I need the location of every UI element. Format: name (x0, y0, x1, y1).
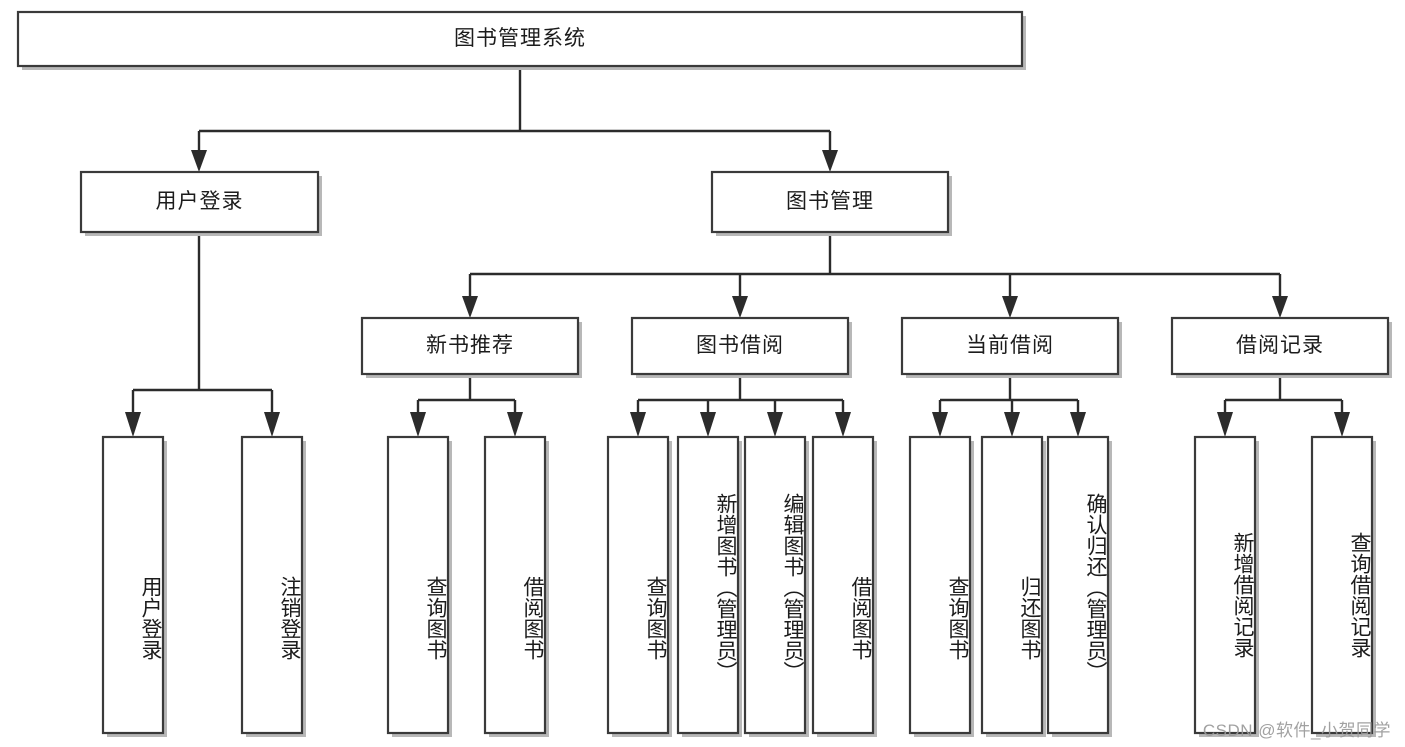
arrow-to-user-login (191, 150, 207, 172)
csdn-watermark: CSDN @软件_小贺同学 (1202, 721, 1391, 740)
node-box-book-manage[interactable] (710, 170, 950, 234)
node-box-leaf-9[interactable] (908, 435, 972, 735)
arrow-to-book-manage (822, 150, 838, 172)
node-box-leaf-11[interactable] (1046, 435, 1110, 735)
node-box-user-login[interactable] (79, 170, 320, 234)
node-box-leaf-10[interactable] (980, 435, 1044, 735)
arrow-to-leaf-add-record (1217, 412, 1233, 437)
arrow-to-leaf-logout (264, 412, 280, 437)
arrow-to-leaf-edit-book (767, 412, 783, 437)
arrow-to-borrow-record (1272, 296, 1288, 318)
node-box-leaf-3[interactable] (386, 435, 450, 735)
node-box-leaf-4[interactable] (483, 435, 547, 735)
arrow-to-leaf-query-book-3 (932, 412, 948, 437)
node-box-leaf-13[interactable] (1310, 435, 1374, 735)
arrow-to-new-book (462, 296, 478, 318)
arrow-to-leaf-query-book-1 (410, 412, 426, 437)
arrow-to-leaf-return-book (1004, 412, 1020, 437)
node-box-leaf-7[interactable] (743, 435, 807, 735)
arrow-to-leaf-confirm-return (1070, 412, 1086, 437)
node-box-root[interactable] (16, 10, 1024, 68)
arrow-to-leaf-query-book-2 (630, 412, 646, 437)
arrow-to-leaf-borrow-book-1 (507, 412, 523, 437)
node-box-leaf-12[interactable] (1193, 435, 1257, 735)
connectors (125, 66, 1350, 437)
node-box-leaf-2[interactable] (240, 435, 304, 735)
arrow-to-book-borrow (732, 296, 748, 318)
arrow-to-leaf-borrow-book-2 (835, 412, 851, 437)
node-box-new-book[interactable] (360, 316, 580, 376)
node-box-leaf-6[interactable] (676, 435, 740, 735)
node-boxes (16, 10, 1392, 737)
node-box-leaf-5[interactable] (606, 435, 670, 735)
arrow-to-current-borrow (1002, 296, 1018, 318)
node-box-book-borrow[interactable] (630, 316, 850, 376)
node-box-leaf-8[interactable] (811, 435, 875, 735)
arrow-to-leaf-add-book (700, 412, 716, 437)
node-box-leaf-1[interactable] (101, 435, 165, 735)
node-box-current-borrow[interactable] (900, 316, 1120, 376)
arrow-to-leaf-query-record (1334, 412, 1350, 437)
node-box-borrow-record[interactable] (1170, 316, 1390, 376)
arrow-to-leaf-user-login (125, 412, 141, 437)
